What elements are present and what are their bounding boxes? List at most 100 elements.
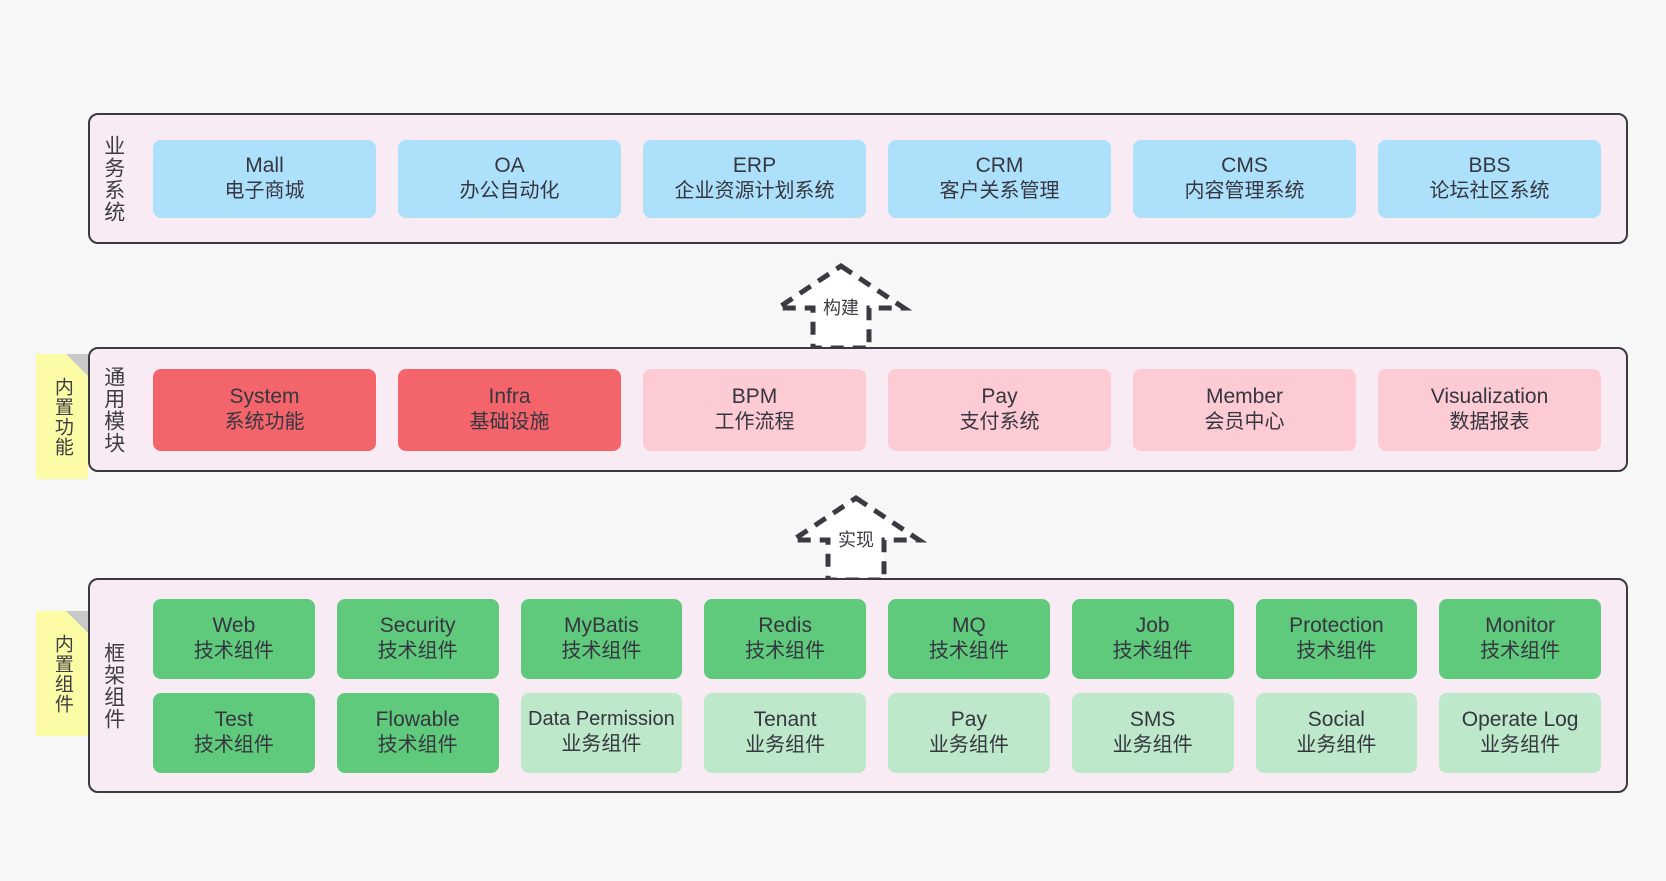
card-subtitle: 办公自动化: [459, 179, 560, 202]
framework-card-row-1: Web 技术组件 Security 技术组件 MyBatis 技术组件 Redi…: [142, 598, 1612, 679]
dashed-up-arrow-icon: [769, 262, 913, 351]
card-subtitle: 支付系统: [959, 410, 1040, 433]
card-cms[interactable]: CMS 内容管理系统: [1133, 139, 1356, 218]
card-crm[interactable]: CRM 客户关系管理: [888, 139, 1111, 218]
note-fold-corner-icon: [66, 354, 88, 376]
card-title: CRM: [975, 154, 1024, 178]
card-title: Visualization: [1430, 385, 1549, 409]
card-mybatis[interactable]: MyBatis 技术组件: [520, 598, 683, 679]
layer-panel-business: 业务系统 Mall 电子商城 OA 办公自动化 ERP 企业资源计划系统 CRM: [88, 113, 1628, 244]
card-title: SMS: [1129, 708, 1176, 732]
card-title: Web: [212, 614, 256, 638]
card-mq[interactable]: MQ 技术组件: [888, 598, 1050, 679]
card-subtitle: 技术组件: [745, 639, 826, 662]
dashed-up-arrow-icon: [784, 494, 928, 583]
layer-panel-framework: 框架组件 Web 技术组件 Security 技术组件 MyBatis 技术组件…: [88, 578, 1628, 793]
card-system[interactable]: System 系统功能: [153, 368, 376, 451]
card-pay-component[interactable]: Pay 业务组件: [888, 692, 1050, 773]
card-security[interactable]: Security 技术组件: [336, 598, 499, 679]
card-subtitle: 技术组件: [193, 733, 274, 756]
framework-card-row-2: Test 技术组件 Flowable 技术组件 Data Permission …: [142, 692, 1612, 773]
layer-title-module: 通用模块: [101, 365, 125, 454]
layer-title-business: 业务系统: [101, 134, 125, 223]
layer-title-framework: 框架组件: [101, 641, 125, 730]
sticky-note-builtin-function: 内置功能: [36, 354, 88, 479]
card-tenant[interactable]: Tenant 业务组件: [704, 692, 866, 773]
card-oa[interactable]: OA 办公自动化: [398, 139, 621, 218]
card-subtitle: 论坛社区系统: [1429, 179, 1550, 202]
card-title: Operate Log: [1461, 708, 1579, 732]
card-flowable[interactable]: Flowable 技术组件: [336, 692, 499, 773]
layer-body-framework: Web 技术组件 Security 技术组件 MyBatis 技术组件 Redi…: [136, 580, 1626, 791]
layer-panel-module: 通用模块 System 系统功能 Infra 基础设施 BPM 工作流程 Pay: [88, 347, 1628, 472]
card-subtitle: 技术组件: [377, 639, 458, 662]
card-subtitle: 技术组件: [1296, 639, 1377, 662]
card-subtitle: 数据报表: [1449, 410, 1530, 433]
card-subtitle: 技术组件: [193, 639, 274, 662]
card-redis[interactable]: Redis 技术组件: [704, 598, 866, 679]
card-social[interactable]: Social 业务组件: [1255, 692, 1418, 773]
card-title: Monitor: [1485, 614, 1556, 638]
card-title: Protection: [1289, 614, 1384, 638]
card-title: Flowable: [375, 708, 460, 732]
card-infra[interactable]: Infra 基础设施: [398, 368, 621, 451]
card-subtitle: 技术组件: [377, 733, 458, 756]
card-subtitle: 业务组件: [928, 733, 1009, 756]
card-subtitle: 业务组件: [745, 733, 826, 756]
card-member[interactable]: Member 会员中心: [1133, 368, 1356, 451]
card-title: MQ: [951, 614, 986, 638]
sticky-note-label: 内置组件: [51, 633, 73, 714]
card-subtitle: 业务组件: [1112, 733, 1193, 756]
card-subtitle: 客户关系管理: [939, 179, 1060, 202]
card-subtitle: 工作流程: [714, 410, 795, 433]
card-title: Member: [1205, 385, 1284, 409]
layer-body-business: Mall 电子商城 OA 办公自动化 ERP 企业资源计划系统 CRM 客户关系…: [136, 115, 1626, 242]
card-title: Pay: [950, 708, 987, 732]
card-mall[interactable]: Mall 电子商城: [153, 139, 376, 218]
card-operate-log[interactable]: Operate Log 业务组件: [1439, 692, 1601, 773]
connector-build: 构建: [756, 258, 926, 354]
business-card-row: Mall 电子商城 OA 办公自动化 ERP 企业资源计划系统 CRM 客户关系…: [142, 139, 1612, 218]
card-title: BBS: [1468, 154, 1511, 178]
note-fold-corner-icon: [66, 611, 88, 633]
card-subtitle: 技术组件: [1112, 639, 1193, 662]
card-subtitle: 内容管理系统: [1184, 179, 1305, 202]
card-web[interactable]: Web 技术组件: [153, 598, 315, 679]
card-title: BPM: [731, 385, 778, 409]
card-visualization[interactable]: Visualization 数据报表: [1378, 368, 1601, 451]
card-bbs[interactable]: BBS 论坛社区系统: [1378, 139, 1601, 218]
card-test[interactable]: Test 技术组件: [153, 692, 315, 773]
card-protection[interactable]: Protection 技术组件: [1255, 598, 1418, 679]
card-subtitle: 会员中心: [1204, 410, 1285, 433]
card-subtitle: 技术组件: [1480, 639, 1561, 662]
card-title: CMS: [1221, 154, 1268, 178]
card-title: Social: [1307, 708, 1365, 732]
card-data-permission[interactable]: Data Permission 业务组件: [520, 692, 683, 773]
card-erp[interactable]: ERP 企业资源计划系统: [643, 139, 866, 218]
card-bpm[interactable]: BPM 工作流程: [643, 368, 866, 451]
card-sms[interactable]: SMS 业务组件: [1071, 692, 1234, 773]
card-title: OA: [494, 154, 525, 178]
card-pay-module[interactable]: Pay 支付系统: [888, 368, 1111, 451]
card-title: Redis: [758, 614, 812, 638]
card-title: Data Permission: [528, 708, 675, 731]
layer-body-module: System 系统功能 Infra 基础设施 BPM 工作流程 Pay 支付系统…: [136, 349, 1626, 470]
card-title: Mall: [245, 154, 284, 178]
card-title: Job: [1135, 614, 1170, 638]
card-subtitle: 企业资源计划系统: [674, 179, 835, 202]
card-title: MyBatis: [564, 614, 639, 638]
card-monitor[interactable]: Monitor 技术组件: [1439, 598, 1601, 679]
card-title: Test: [214, 708, 254, 732]
card-subtitle: 系统功能: [224, 410, 305, 433]
card-subtitle: 技术组件: [928, 639, 1009, 662]
card-job[interactable]: Job 技术组件: [1071, 598, 1234, 679]
card-subtitle: 电子商城: [224, 179, 305, 202]
card-title: Tenant: [753, 708, 817, 732]
card-subtitle: 技术组件: [561, 639, 642, 662]
connector-implement: 实现: [771, 490, 941, 586]
card-title: ERP: [732, 154, 777, 178]
card-title: System: [229, 385, 300, 409]
card-title: Infra: [488, 385, 531, 409]
card-title: Pay: [981, 385, 1018, 409]
card-subtitle: 业务组件: [1296, 733, 1377, 756]
